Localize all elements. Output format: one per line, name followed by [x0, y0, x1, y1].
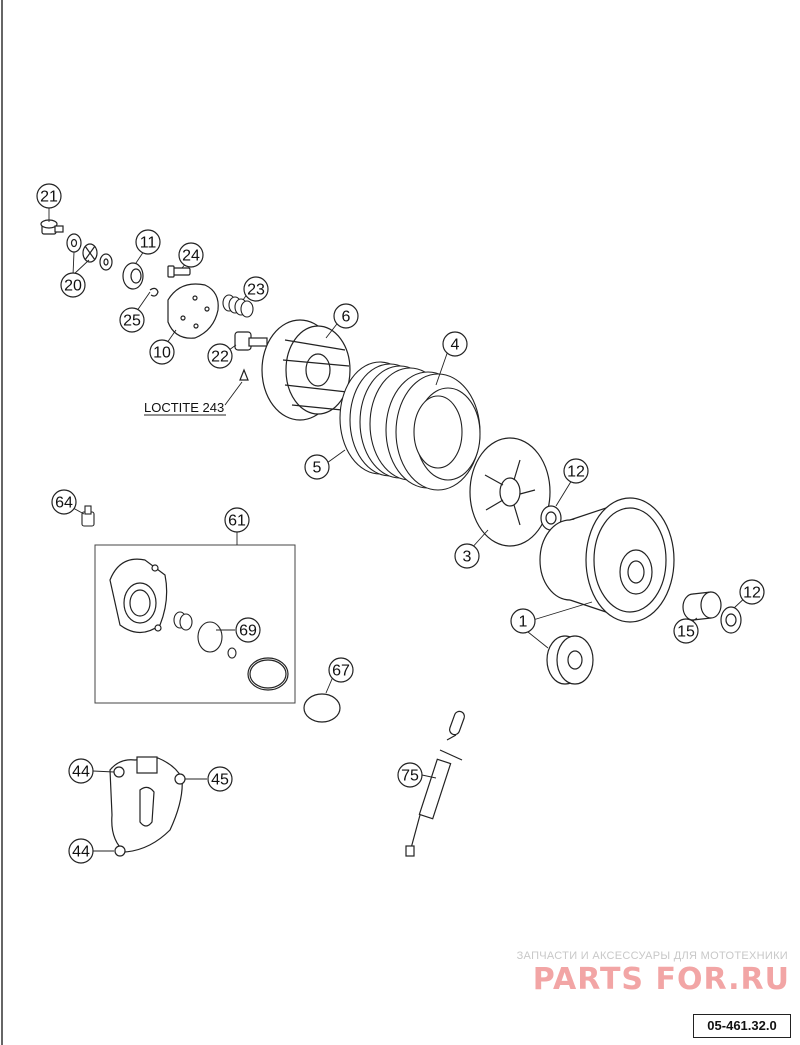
part-75-grease-tool	[405, 710, 465, 857]
part-20-washers	[66, 233, 113, 271]
callout-1: 1	[510, 608, 536, 634]
callout-5: 5	[304, 454, 330, 480]
callout-45: 45	[207, 766, 233, 792]
svg-text:25: 25	[123, 313, 141, 330]
svg-text:1: 1	[519, 614, 528, 631]
callout-15: 15	[673, 618, 699, 644]
callout-67: 67	[328, 657, 354, 683]
svg-text:12: 12	[567, 464, 585, 481]
callout-4: 4	[442, 331, 468, 357]
svg-text:11: 11	[140, 235, 157, 252]
svg-text:64: 64	[55, 495, 73, 512]
callout-69: 69	[235, 617, 261, 643]
part-1-primary-gear	[546, 635, 594, 685]
svg-text:24: 24	[182, 248, 200, 265]
part-21-screw	[40, 219, 64, 235]
part-23-springs	[222, 294, 254, 318]
svg-text:75: 75	[401, 768, 419, 785]
callout-12a: 12	[563, 458, 589, 484]
part-24-bolt	[167, 265, 191, 278]
watermark-tagline: ЗАПЧАСТИ И АКСЕССУАРЫ ДЛЯ МОТОТЕХНИКИ	[516, 950, 788, 962]
part-1-clutch-basket	[539, 497, 675, 623]
callout-75: 75	[397, 762, 423, 788]
svg-text:22: 22	[211, 349, 229, 366]
callout-6: 6	[333, 303, 359, 329]
callout-44b: 44	[68, 838, 94, 864]
loctite-note: LOCTITE 243	[144, 400, 224, 415]
svg-text:12: 12	[743, 585, 761, 602]
callout-64: 64	[51, 489, 77, 515]
svg-text:21: 21	[40, 189, 58, 206]
svg-text:6: 6	[342, 309, 351, 326]
part-15-bushing	[682, 591, 722, 621]
part-61-oring	[247, 657, 289, 691]
callout-10: 10	[149, 339, 175, 365]
part-61-group-box	[94, 544, 296, 704]
part-69-piston	[173, 611, 237, 659]
svg-text:4: 4	[451, 337, 460, 354]
part-44-cover	[109, 756, 186, 857]
callout-21: 21	[36, 183, 62, 209]
part-6-inner-hub	[261, 319, 351, 421]
part-61-slave-cylinder	[109, 558, 168, 634]
svg-text:44: 44	[72, 764, 90, 781]
part-10-pressure-plate-disc	[167, 283, 219, 339]
part-64-bleeder	[81, 505, 95, 527]
svg-text:5: 5	[313, 460, 322, 477]
callout-22: 22	[207, 343, 233, 369]
callout-11: 11	[135, 229, 161, 255]
callout-24: 24	[178, 242, 204, 268]
svg-text:45: 45	[211, 772, 229, 789]
callout-61: 61	[224, 507, 250, 533]
part-22-pin	[234, 331, 268, 381]
part-3-pressure-plate	[469, 437, 551, 547]
part-4-steel-plates	[385, 371, 481, 491]
svg-text:23: 23	[247, 282, 265, 299]
part-67-oring	[303, 693, 341, 723]
diagram-code: 05-461.32.0	[693, 1014, 791, 1038]
callout-44a: 44	[68, 758, 94, 784]
svg-text:3: 3	[463, 549, 472, 566]
svg-text:69: 69	[239, 623, 257, 640]
svg-text:67: 67	[332, 663, 350, 680]
watermark-logo: PARTS FOR.RU	[532, 962, 790, 997]
callout-3: 3	[454, 543, 480, 569]
svg-text:61: 61	[228, 513, 246, 530]
part-25-clip	[149, 287, 159, 297]
svg-text:20: 20	[64, 278, 82, 295]
svg-text:15: 15	[677, 624, 695, 641]
callout-12b: 12	[739, 579, 765, 605]
part-11-spring-cup	[122, 262, 144, 290]
part-12-thrust-washer-b	[720, 606, 742, 634]
callout-25: 25	[119, 307, 145, 333]
callout-23: 23	[243, 276, 269, 302]
svg-text:10: 10	[153, 345, 171, 362]
svg-text:44: 44	[72, 844, 90, 861]
callout-20: 20	[60, 272, 86, 298]
